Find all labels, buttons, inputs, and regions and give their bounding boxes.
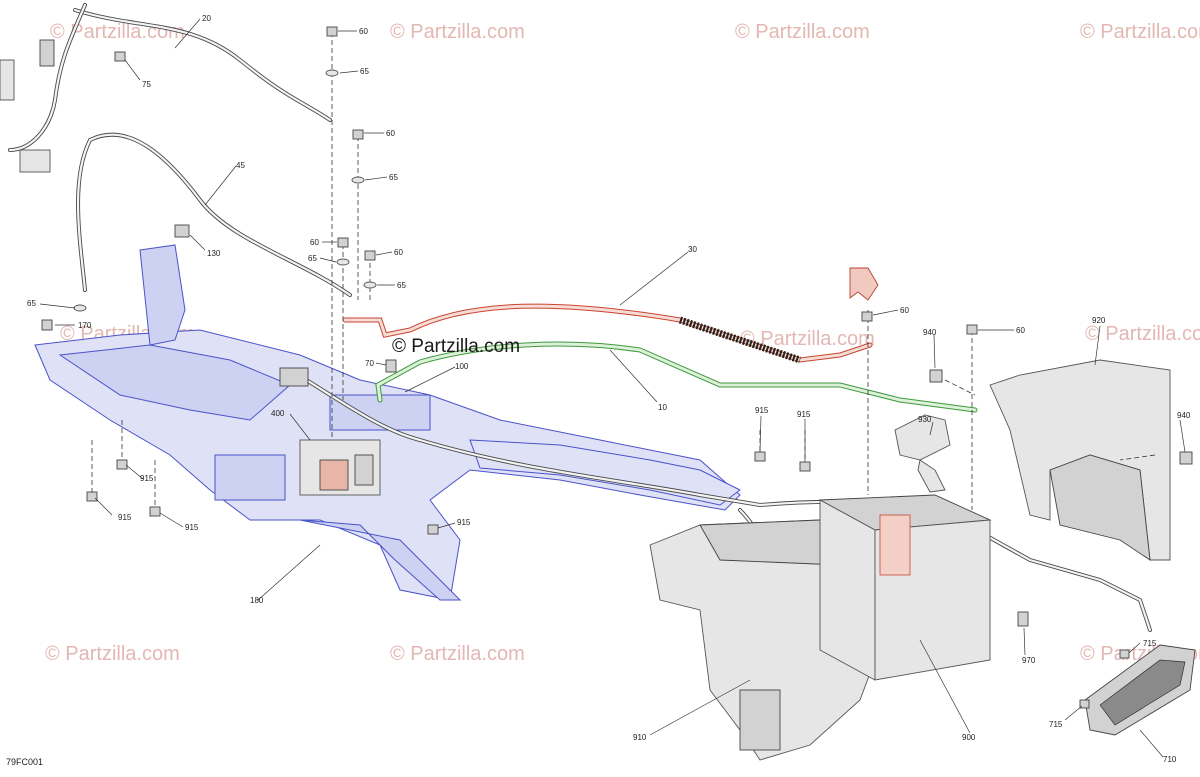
callout-60: 60 [394, 248, 403, 257]
callout-10: 10 [658, 403, 667, 412]
diagram-code: 79FC001 [6, 757, 43, 767]
watermark: © Partzilla.com [740, 328, 875, 350]
callout-715: 715 [1049, 720, 1063, 729]
callout-930: 930 [918, 415, 932, 424]
callout-915: 915 [118, 513, 132, 522]
fastener-lines [91, 32, 1156, 510]
fasteners [41, 26, 1193, 709]
callout-130: 130 [207, 249, 221, 258]
watermark-main: © Partzilla.com [392, 336, 520, 357]
watermark: © Partzilla.com [45, 643, 180, 665]
leader-lines [39, 18, 1186, 758]
callout-915: 915 [755, 406, 769, 415]
callout-910: 910 [633, 733, 647, 742]
callout-65: 65 [397, 281, 406, 290]
strap-930 [894, 414, 951, 493]
callout-60: 60 [900, 306, 909, 315]
cable-10-negative [375, 341, 978, 413]
callout-915: 915 [797, 410, 811, 419]
callout-920: 920 [1092, 316, 1106, 325]
cover-920 [989, 359, 1171, 561]
callout-915: 915 [185, 523, 199, 532]
callout-65: 65 [360, 67, 369, 76]
callout-180: 180 [250, 596, 264, 605]
callout-60: 60 [386, 129, 395, 138]
callout-65: 65 [27, 299, 36, 308]
callout-170: 170 [78, 321, 92, 330]
callout-60: 60 [310, 238, 319, 247]
callout-915: 915 [140, 474, 154, 483]
callout-20: 20 [202, 14, 211, 23]
callout-65: 65 [389, 173, 398, 182]
watermark: © Partzilla.com [390, 21, 525, 43]
callout-915: 915 [457, 518, 471, 527]
callout-60: 60 [359, 27, 368, 36]
callout-940: 940 [1177, 411, 1191, 420]
callout-100: 100 [455, 362, 469, 371]
watermark: © Partzilla.com [1085, 323, 1200, 345]
callout-70: 70 [365, 359, 374, 368]
battery-900 [818, 494, 992, 681]
callout-715: 715 [1143, 639, 1157, 648]
callout-970: 970 [1022, 656, 1036, 665]
callout-45: 45 [236, 161, 245, 170]
callout-710: 710 [1163, 755, 1177, 764]
cable-30-positive [342, 267, 879, 364]
callouts: 20 75 45 130 65 170 60 65 60 65 60 65 60… [27, 14, 1191, 764]
watermark: © Partzilla.com [735, 21, 870, 43]
frame-assembly [34, 244, 741, 601]
relay-box-400 [279, 367, 381, 496]
tail-light-710 [1084, 644, 1196, 736]
harness-20 [0, 3, 332, 173]
cable-45 [76, 132, 352, 297]
callout-75: 75 [142, 80, 151, 89]
callout-900: 900 [962, 733, 976, 742]
callout-30: 30 [688, 245, 697, 254]
watermark: © Partzilla.com [390, 643, 525, 665]
callout-65: 65 [308, 254, 317, 263]
callout-400: 400 [271, 409, 285, 418]
callout-940: 940 [923, 328, 937, 337]
watermark: © Partzilla.com [1080, 21, 1200, 43]
callout-60: 60 [1016, 326, 1025, 335]
